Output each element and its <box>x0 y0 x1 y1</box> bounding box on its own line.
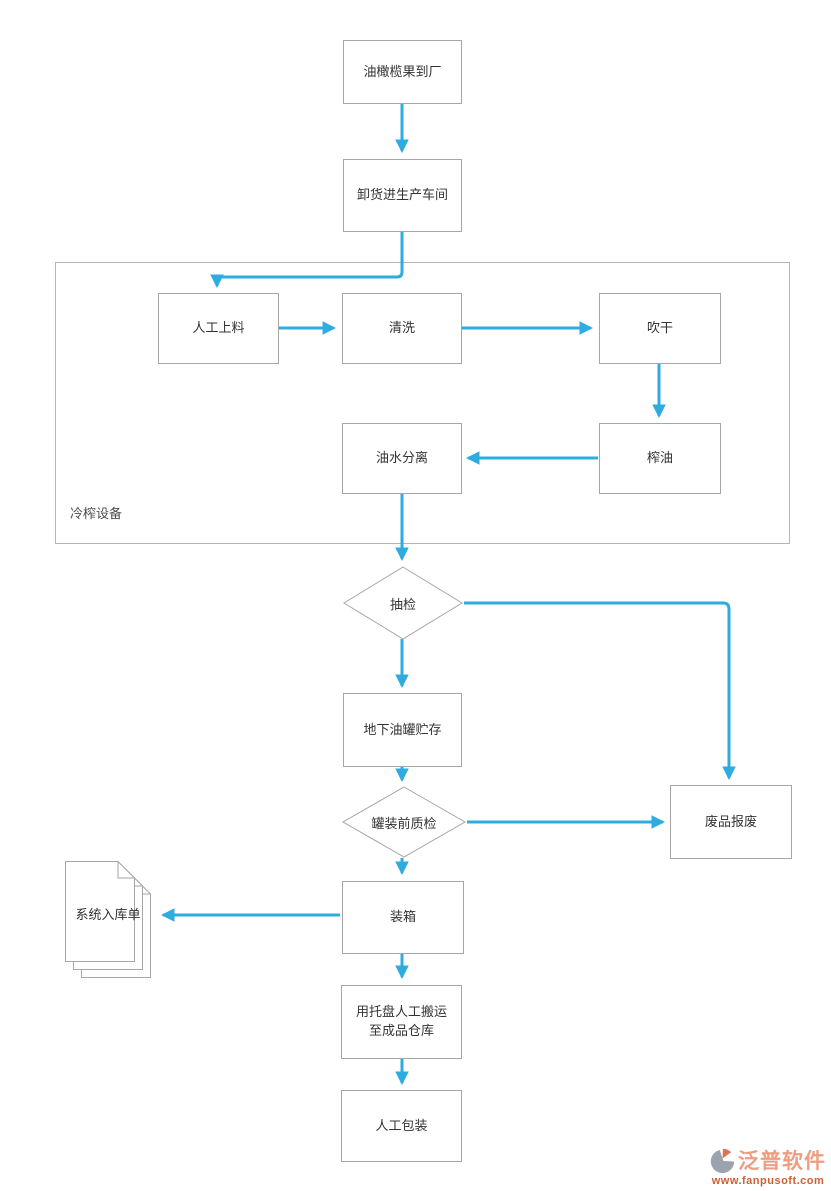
node-arrive-label: 油橄榄果到厂 <box>363 63 442 79</box>
diamond-shape <box>342 786 466 858</box>
node-transport: 用托盘人工搬运 至成品仓库 <box>341 985 462 1059</box>
node-transport-label-line2: 至成品仓库 <box>368 1023 434 1038</box>
node-unload: 卸货进生产车间 <box>343 159 462 232</box>
node-pressing-label: 榨油 <box>646 450 673 466</box>
node-storage-label: 地下油罐贮存 <box>363 721 442 737</box>
node-packing-label: 装箱 <box>389 909 416 925</box>
node-pressing: 榨油 <box>599 423 721 494</box>
node-sampling: 抽检 <box>343 566 463 640</box>
edge-sampling-scrap <box>464 601 736 781</box>
node-separation-label: 油水分离 <box>375 450 428 466</box>
cold-press-group-label: 冷榨设备 <box>70 506 123 521</box>
node-loading-label: 人工上料 <box>192 320 245 336</box>
node-drying-label: 吹干 <box>646 320 673 336</box>
node-arrive: 油橄榄果到厂 <box>343 40 462 104</box>
node-unload-label: 卸货进生产车间 <box>356 187 448 203</box>
node-scrap-label: 废品报废 <box>704 813 757 829</box>
node-loading: 人工上料 <box>158 293 279 364</box>
node-warehouse-doc-label: 系统入库单 <box>75 907 141 922</box>
node-manual-packaging: 人工包装 <box>341 1090 462 1162</box>
node-transport-label-line1: 用托盘人工搬运 <box>355 1004 447 1020</box>
node-drying: 吹干 <box>599 293 721 364</box>
node-washing: 清洗 <box>342 293 462 364</box>
node-warehouse-doc: 系统入库单 <box>64 860 156 978</box>
node-manual-packaging-label: 人工包装 <box>375 1117 428 1133</box>
document-icon <box>65 861 151 978</box>
brand-url: www.fanpusoft.com <box>711 1175 825 1187</box>
node-precheck: 罐装前质检 <box>342 786 466 858</box>
brand-name: 泛普软件 <box>738 1150 826 1173</box>
node-washing-label: 清洗 <box>388 320 415 336</box>
node-storage: 地下油罐贮存 <box>343 693 462 767</box>
node-packing: 装箱 <box>342 881 464 954</box>
node-precheck-label: 罐装前质检 <box>371 815 437 831</box>
node-separation: 油水分离 <box>342 423 462 494</box>
brand-watermark: 泛普软件 www.fanpusoft.com <box>710 1145 826 1187</box>
cold-press-group: 冷榨设备 <box>55 262 790 544</box>
node-scrap: 废品报废 <box>670 785 792 859</box>
node-sampling-label: 抽检 <box>389 596 416 612</box>
fanpu-logo-icon <box>710 1148 735 1173</box>
